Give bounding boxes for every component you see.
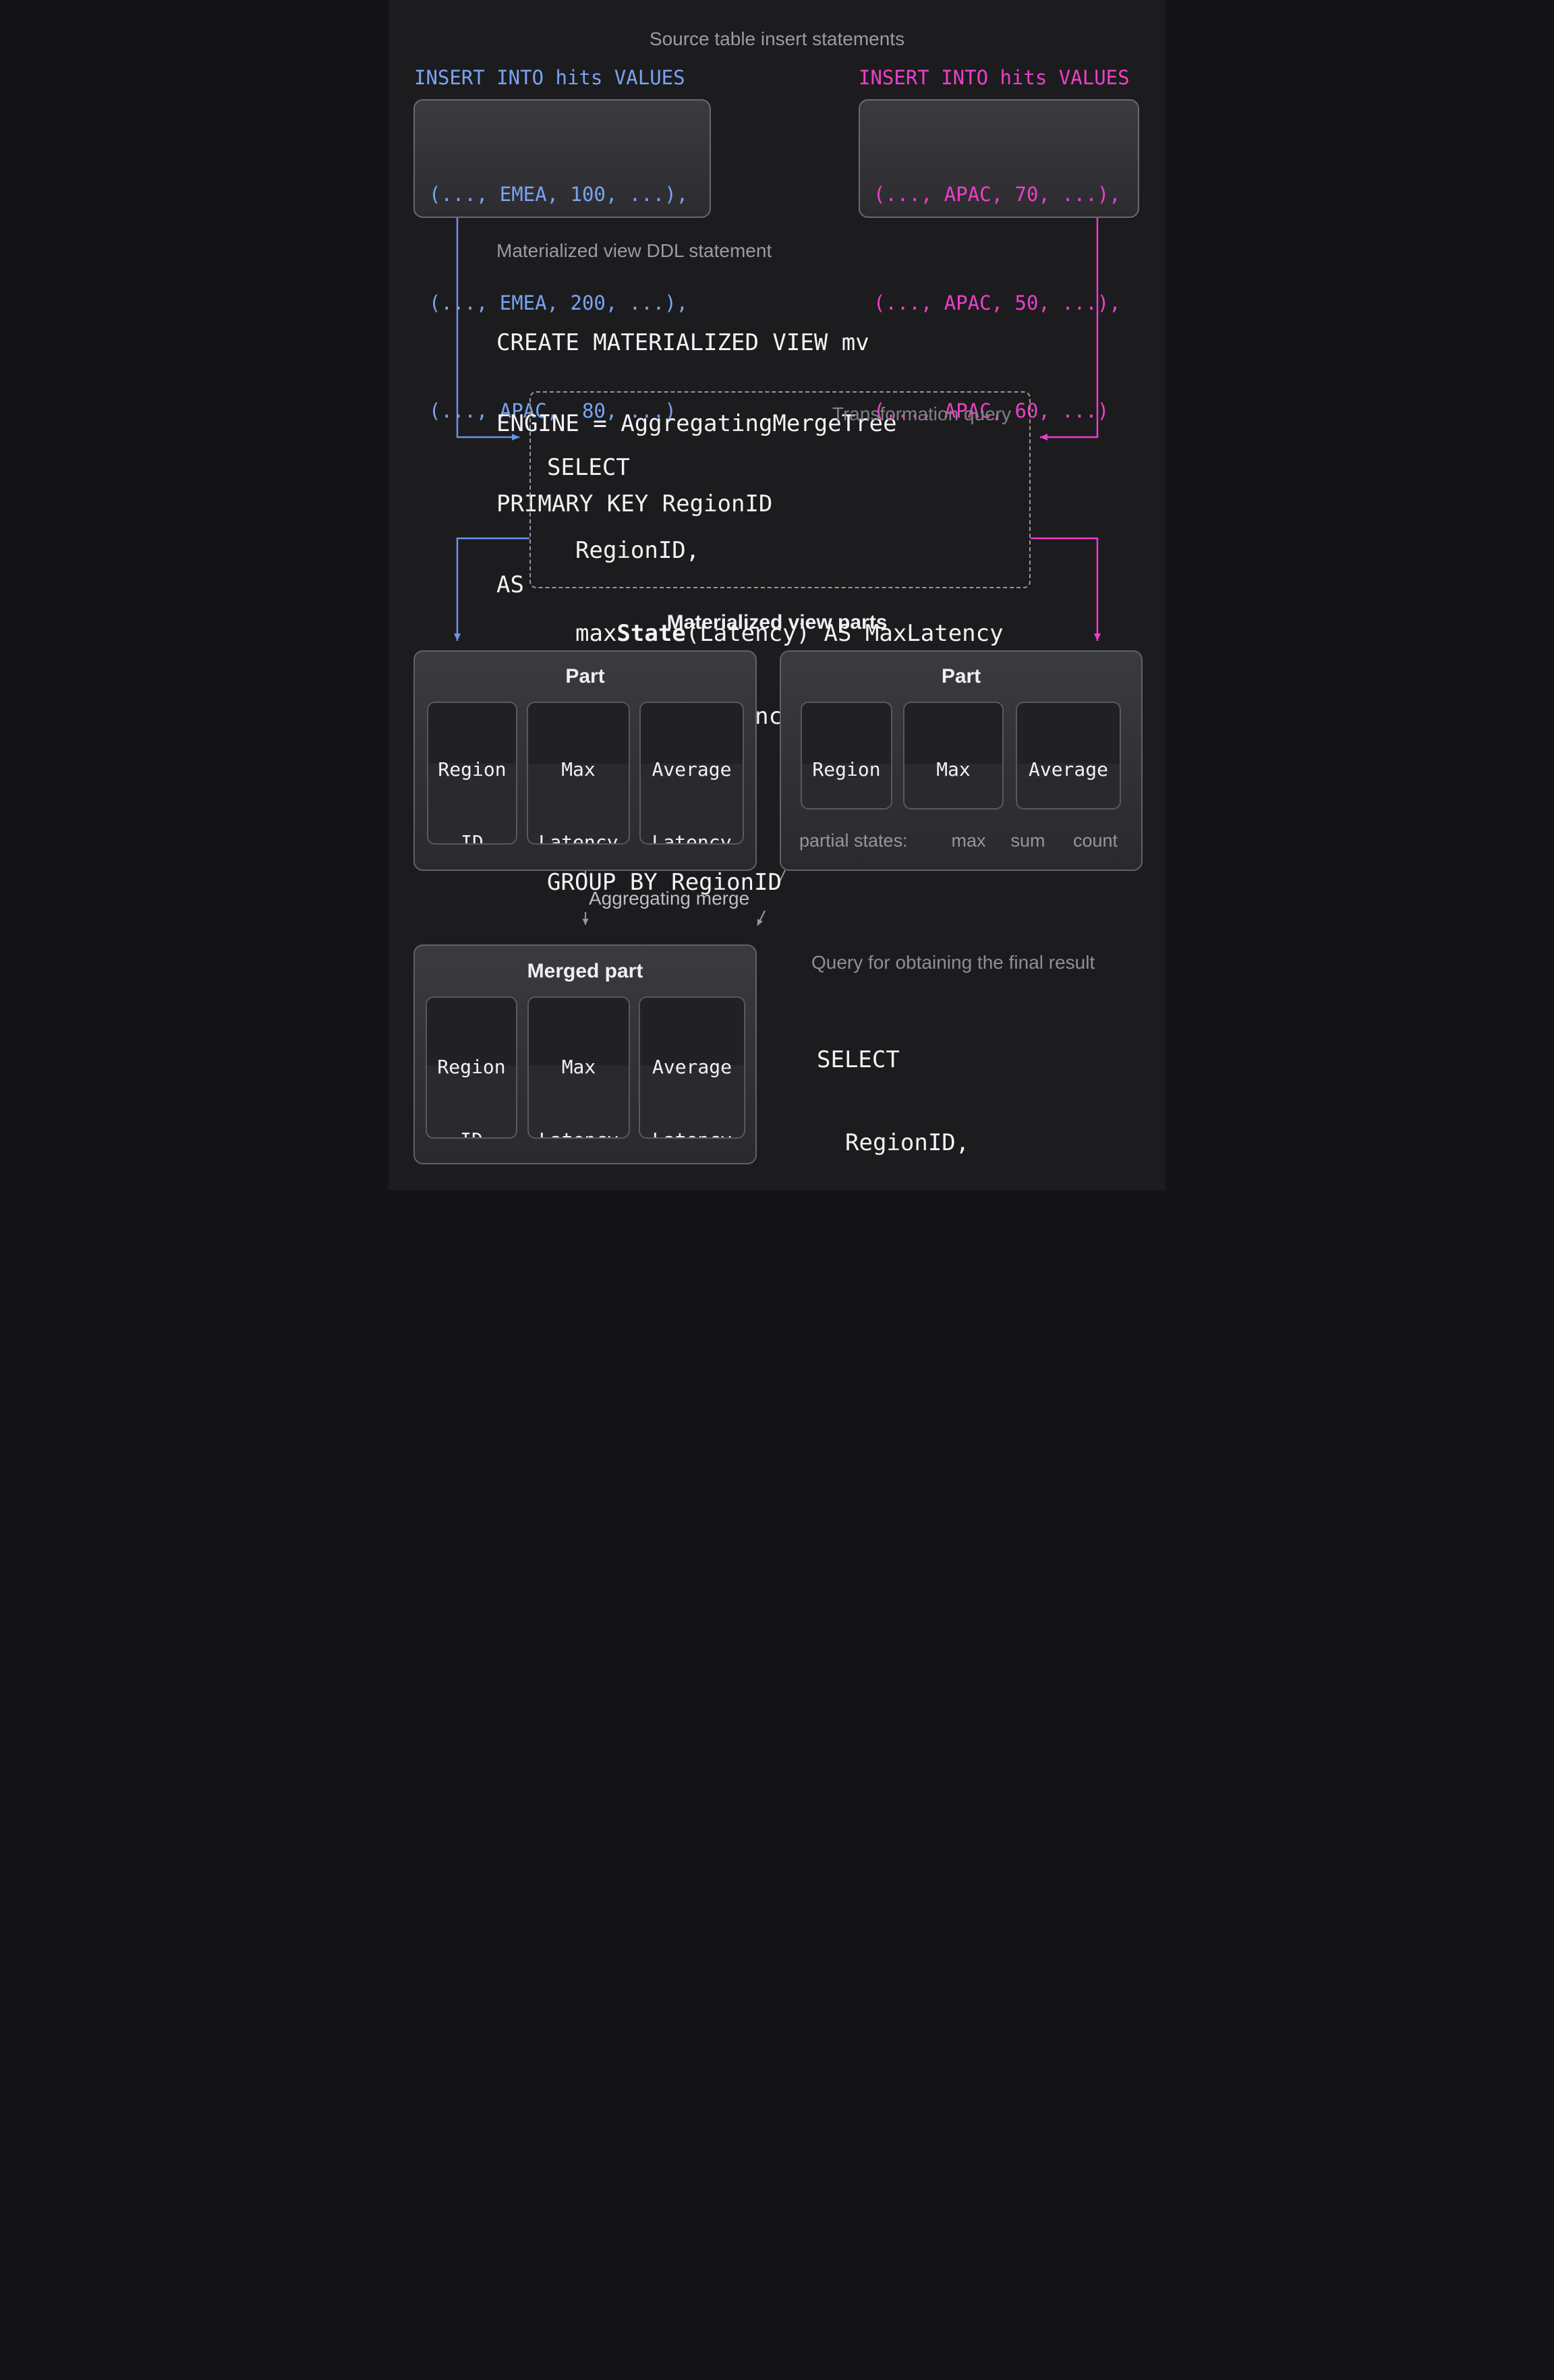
- column-header: Max: [936, 758, 971, 781]
- insert-right-box: (..., APAC, 70, ...), (..., APAC, 50, ..…: [859, 99, 1139, 422]
- part-right-col-maxlatency: Max Latency 70: [903, 702, 1004, 810]
- column-header: Latency: [640, 1128, 744, 1137]
- column-header: Region: [812, 758, 881, 781]
- partial-state-max: max: [951, 830, 986, 851]
- part-left-title: Part: [565, 665, 605, 687]
- ddl-label: Materialized view DDL statement: [496, 240, 772, 261]
- transform-line-maxstate: maxState(Latency) AS MaxLatency: [575, 620, 1004, 647]
- cell: 200: [528, 843, 629, 845]
- aggregating-merge-label: Aggregating merge: [589, 888, 750, 909]
- arrow-query-to-right-part: [1031, 537, 1101, 641]
- column-header: Max: [561, 758, 596, 781]
- insert-left-label: INSERT INTO hits VALUES: [414, 66, 685, 89]
- part-right-title: Part: [941, 665, 981, 687]
- cell: 300, 2: [641, 843, 728, 845]
- column-header: Average: [1028, 758, 1108, 781]
- ddl-code: CREATE MATERIALIZED VIEW mv ENGINE = Agg…: [496, 276, 897, 652]
- column-header: Latency: [538, 831, 618, 845]
- column-header: Average: [652, 758, 732, 781]
- insert-left-row: (..., APAC, 80, ...): [429, 399, 677, 422]
- transformation-query-box: [529, 391, 1031, 588]
- page-title: Source table insert statements: [649, 28, 905, 49]
- insert-right-row: (..., APAC, 70, ...),: [873, 183, 1121, 206]
- ddl-line: AS: [496, 571, 524, 598]
- ddl-line: PRIMARY KEY RegionID: [496, 490, 773, 517]
- cell: EMEA: [428, 843, 516, 845]
- column-header: Average: [652, 1056, 732, 1078]
- merged-col-avglatency: Average Latency 300, 2 260, 4: [639, 996, 745, 1139]
- transform-line-regionid: RegionID,: [575, 537, 700, 564]
- final-line-select: SELECT: [817, 1046, 900, 1073]
- insert-right-row: (..., APAC, 50, ...),: [873, 291, 1121, 314]
- ddl-line: CREATE MATERIALIZED VIEW mv: [496, 329, 869, 356]
- ddl-line: ENGINE = AggregatingMergeTree: [496, 409, 897, 437]
- part-right-col-regionid: Region ID APAC: [801, 702, 892, 810]
- materialized-view-parts-heading: Materialized view parts: [666, 611, 888, 633]
- merged-col-regionid: Region ID EMEA APAC: [426, 996, 517, 1139]
- insert-right-row: (..., APAC, 60, ...): [873, 399, 1110, 422]
- partial-state-count: count: [1072, 830, 1118, 851]
- transformation-query-label: Transformation query: [832, 403, 1011, 424]
- partial-state-sum: sum: [1010, 830, 1045, 851]
- final-query-code: SELECT RegionID, maxMerge(MaxLatency), a…: [817, 992, 1135, 1190]
- column-header: Region: [438, 758, 507, 781]
- column-header: Region: [437, 1056, 506, 1078]
- insert-left-row: (..., EMEA, 100, ...),: [429, 183, 689, 206]
- column-header: Latency: [652, 831, 732, 845]
- part-left-col-avglatency: Average Latency 300, 2 80, 1: [639, 702, 744, 845]
- insert-right-label: INSERT INTO hits VALUES: [859, 66, 1130, 89]
- part-right-col-avglatency: Average Latency 180, 3: [1016, 702, 1121, 810]
- column-header: Latency: [529, 1128, 629, 1137]
- final-query-label: Query for obtaining the final result: [811, 952, 1095, 973]
- merged-part-title: Merged part: [527, 960, 643, 982]
- column-header: Max: [561, 1056, 596, 1078]
- column-header: ID: [427, 1128, 516, 1137]
- column-header: ID: [461, 831, 484, 845]
- transform-line-groupby: GROUP BY RegionID: [547, 869, 782, 896]
- transform-line-select: SELECT: [547, 454, 630, 481]
- final-line-regionid: RegionID,: [845, 1129, 970, 1156]
- insert-left-box: (..., EMEA, 100, ...), (..., EMEA, 200, …: [413, 99, 711, 422]
- part-left-col-regionid: Region ID EMEA APAC: [427, 702, 517, 845]
- part-left-col-maxlatency: Max Latency 200 80: [527, 702, 630, 845]
- merged-col-maxlatency: Max Latency 200 80: [527, 996, 630, 1139]
- diagram-canvas: Source table insert statements INSERT IN…: [388, 0, 1166, 1190]
- insert-left-row: (..., EMEA, 200, ...),: [429, 291, 689, 314]
- partial-states-label: partial states:: [799, 830, 908, 851]
